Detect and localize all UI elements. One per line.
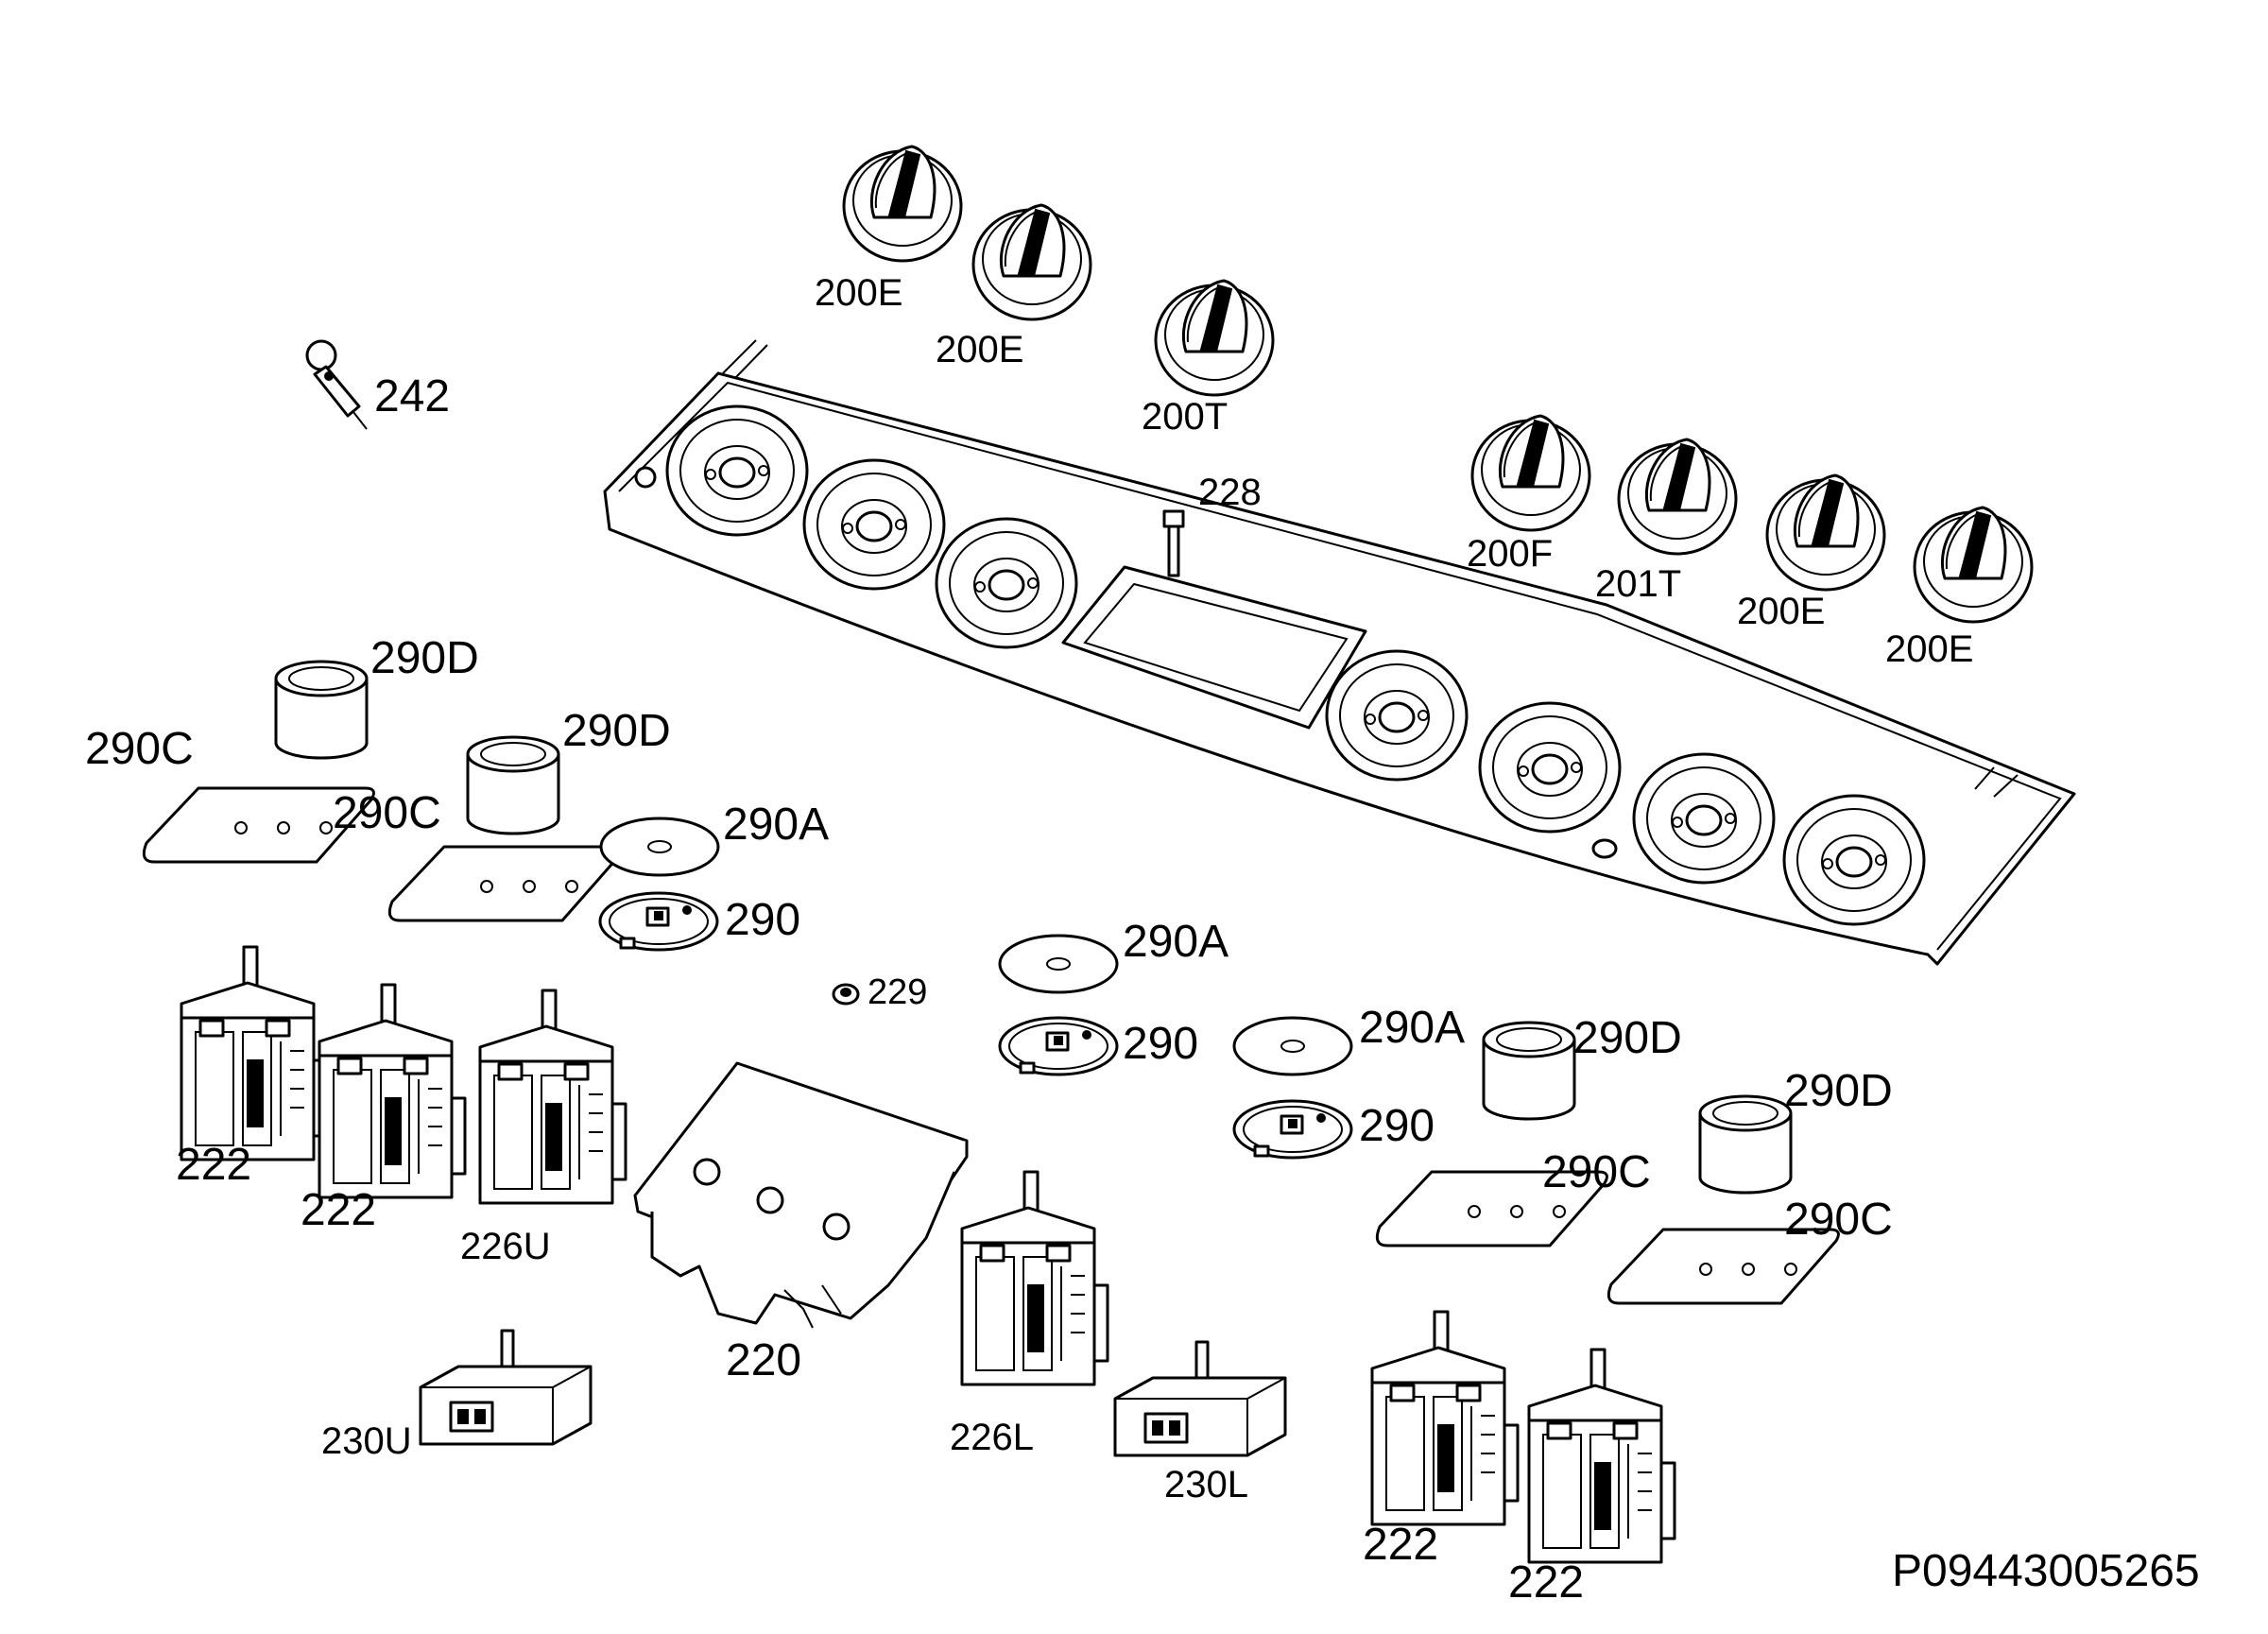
switch-icon xyxy=(1370,1310,1520,1526)
label-knob: 200F xyxy=(1467,533,1553,575)
disc-icon xyxy=(599,817,720,877)
timer-icon xyxy=(633,1061,969,1329)
label-timer: 220 xyxy=(726,1335,801,1385)
label-bezel: 290D xyxy=(1573,1013,1682,1063)
nut xyxy=(832,983,860,1006)
label-knob: 200E xyxy=(1737,591,1825,632)
label-ring: 290 xyxy=(1123,1019,1198,1069)
bezel-icon xyxy=(1698,1094,1793,1195)
ring-icon xyxy=(998,1016,1119,1076)
ring-icon xyxy=(598,891,719,952)
label-knob: 201T xyxy=(1595,563,1681,605)
bezel-icon xyxy=(466,735,560,835)
control-panel xyxy=(603,339,2076,966)
disc-icon xyxy=(1232,1016,1353,1076)
label-gasket: 290C xyxy=(1542,1147,1651,1197)
label-gasket: 290C xyxy=(85,724,194,774)
label-thermo-lamp: 242 xyxy=(374,371,450,421)
switch-upper-icon xyxy=(478,989,627,1205)
label-thermostat-upper: 230U xyxy=(321,1420,412,1462)
gasket-icon xyxy=(387,845,621,922)
switch-icon xyxy=(1527,1348,1676,1564)
switch-icon xyxy=(180,945,329,1161)
knob-icon xyxy=(1765,473,1886,592)
label-thermostat-lower: 230L xyxy=(1164,1464,1248,1505)
label-bezel: 290D xyxy=(562,706,671,756)
label-bezel: 290D xyxy=(370,633,479,683)
label-disc: 290A xyxy=(1123,917,1228,967)
knob-icon xyxy=(971,203,1092,321)
label-switch: 222 xyxy=(301,1185,376,1235)
thermo-lamp-icon xyxy=(305,339,368,430)
bezel-icon xyxy=(274,660,369,760)
disc-icon xyxy=(998,934,1119,994)
thermostat-lower-icon xyxy=(1113,1340,1287,1457)
label-knob: 200E xyxy=(936,329,1023,370)
label-disc: 290A xyxy=(1359,1003,1465,1053)
thermostat-upper-icon xyxy=(419,1329,593,1446)
switch-icon xyxy=(318,983,467,1199)
knob-icon xyxy=(1470,414,1591,532)
knob-icon xyxy=(1154,279,1275,397)
knob-icon xyxy=(842,145,963,263)
label-switch: 222 xyxy=(176,1140,251,1190)
document-code: P09443005265 xyxy=(1892,1546,2200,1596)
label-switch: 222 xyxy=(1508,1557,1584,1608)
label-knob: 200T xyxy=(1142,396,1228,438)
label-ring: 290 xyxy=(1359,1101,1435,1151)
part-labels: 200E 200E 200T 200F 201T 200E 200E 242 2… xyxy=(85,272,2200,1608)
bezel-icon xyxy=(1482,1021,1576,1121)
label-switch: 222 xyxy=(1363,1520,1438,1570)
switch-lower-icon xyxy=(960,1170,1109,1386)
label-disc: 290A xyxy=(723,800,829,850)
label-gasket: 290C xyxy=(333,788,441,838)
label-ring: 290 xyxy=(725,895,800,945)
label-screw: 228 xyxy=(1198,472,1262,513)
label-switch-lower: 226L xyxy=(950,1417,1034,1458)
label-switch-upper: 226U xyxy=(460,1226,551,1267)
label-knob: 200E xyxy=(1885,628,1973,670)
knob-icon xyxy=(1913,506,2034,624)
knob-icon xyxy=(1617,438,1738,556)
label-bezel: 290D xyxy=(1784,1066,1893,1116)
screw xyxy=(1162,509,1185,577)
label-knob: 200E xyxy=(815,272,902,314)
ring-icon xyxy=(1232,1099,1353,1160)
label-gasket: 290C xyxy=(1784,1195,1893,1245)
label-nut: 229 xyxy=(868,972,927,1012)
